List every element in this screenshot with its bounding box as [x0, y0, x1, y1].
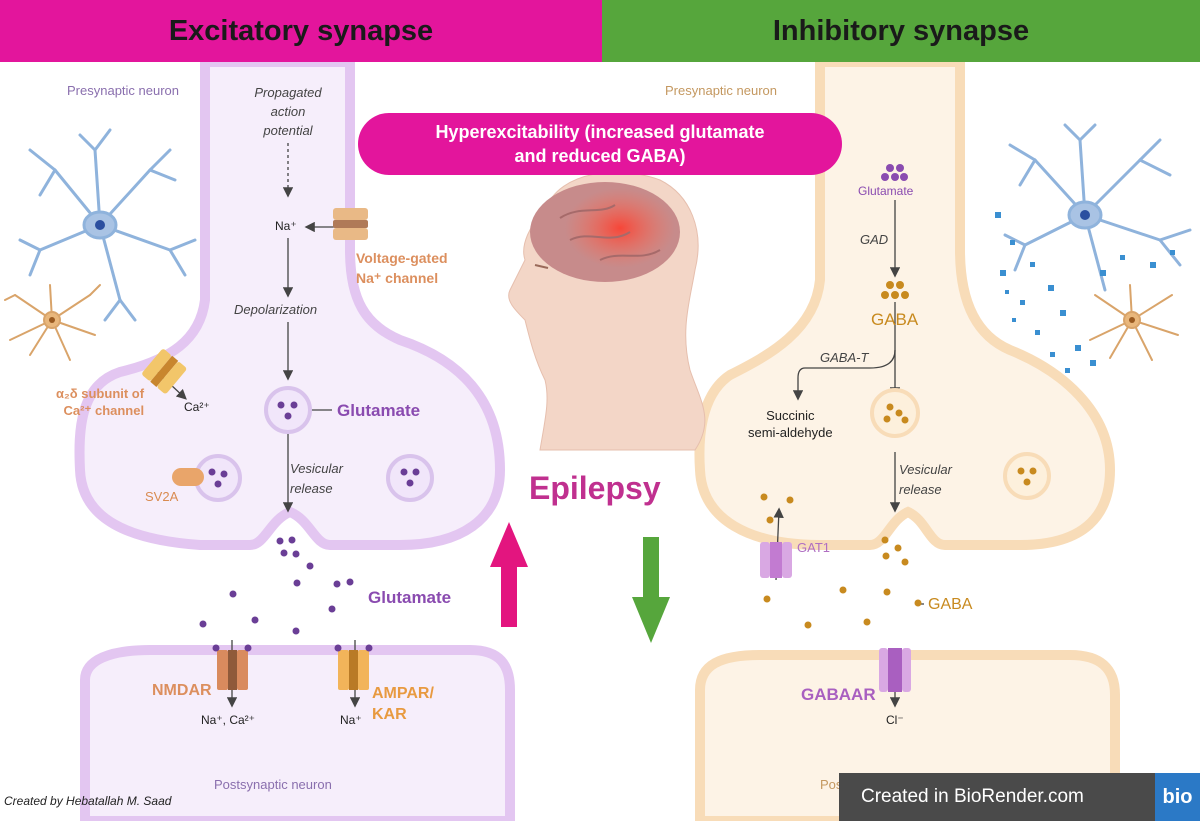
vesicle-glutamate-label: Glutamate	[337, 401, 421, 420]
glutamate-vesicle-1	[264, 386, 312, 434]
cleft-gaba-label: GABA	[928, 596, 973, 613]
sv2a-icon	[172, 468, 204, 486]
glutamate-molecule-icon	[881, 164, 908, 181]
ampar-line-2: KAR	[372, 706, 407, 723]
vesicular-left-line-2: release	[290, 481, 333, 496]
succinic-line-1: Succinic	[766, 408, 815, 423]
gad-enzyme-label: GAD	[860, 232, 889, 247]
inhibitory-synapse-header: Inhibitory synapse	[602, 0, 1200, 62]
inhibitory-presynaptic-label: Presynaptic neuron	[665, 83, 778, 98]
orange-neuron-icon-left	[4, 284, 101, 361]
alpha2-delta-subunit-label: α₂δ subunit of Ca²⁺ channel	[56, 385, 144, 419]
hyperexcitability-banner: Hyperexcitability (increased glutamate a…	[358, 113, 842, 175]
author-credit: Created by Hebatallah M. Saad	[4, 794, 172, 808]
released-gaba-dots	[760, 493, 922, 629]
propagated-line-3: potential	[263, 123, 313, 138]
ampar-ions-label: Na⁺	[340, 713, 362, 727]
cl-ion-label: Cl⁻	[886, 713, 904, 727]
down-arrow-icon	[632, 537, 670, 643]
sv2a-label: SV2A	[145, 489, 179, 504]
biorender-credit-text: Created in BioRender.com	[861, 786, 1084, 807]
gabaa-receptor-icon	[879, 648, 911, 692]
blue-neuron-icon-left	[18, 128, 197, 322]
nmdar-receptor-icon	[212, 644, 252, 690]
gaba-vesicle-1	[870, 388, 920, 438]
epilepsy-label: Epilepsy	[529, 470, 661, 506]
ampar-receptor-icon	[334, 644, 373, 690]
excitatory-synapse-header: Excitatory synapse	[0, 0, 602, 62]
up-arrow-icon	[490, 522, 528, 627]
inhibitory-synapse-title: Inhibitory synapse	[772, 14, 1030, 47]
gaba-t-enzyme-label: GABA-T	[820, 350, 869, 365]
channel-line-1: Voltage-gated	[356, 250, 448, 266]
na-ion-label: Na⁺	[275, 219, 297, 233]
cleft-glutamate-label: Glutamate	[368, 588, 452, 607]
blue-particle-cloud	[995, 212, 1175, 373]
vesicular-left-line-1: Vesicular	[290, 461, 343, 476]
head-illustration	[508, 171, 706, 451]
succinic-line-2: semi-aldehyde	[748, 425, 833, 440]
depolarization-label: Depolarization	[234, 302, 318, 317]
ca-ion-label: Ca²⁺	[184, 400, 210, 414]
excitatory-synapse-title: Excitatory synapse	[168, 14, 434, 47]
vesicular-release-label-right: Vesicular release	[899, 460, 952, 500]
ampar-line-1: AMPAR/	[372, 685, 434, 702]
gat1-label: GAT1	[797, 540, 830, 555]
released-glutamate-dots	[199, 536, 354, 635]
biorender-logo-text: bio	[1162, 785, 1193, 808]
voltage-gated-na-channel-icon	[333, 208, 368, 240]
channel-line-2: Na⁺ channel	[356, 270, 439, 286]
succinic-semialdehyde-label: Succinic semi-aldehyde	[748, 407, 833, 441]
propagated-line-1: Propagated	[254, 85, 322, 100]
vesicular-release-label-left: Vesicular release	[290, 459, 343, 499]
voltage-gated-na-channel-label: Voltage-gated Na⁺ channel	[356, 248, 448, 288]
nmdar-ions-label: Na⁺, Ca²⁺	[201, 713, 256, 727]
excitatory-postsynaptic-label: Postsynaptic neuron	[214, 777, 332, 792]
gaba-label: GABA	[871, 310, 919, 329]
orange-neuron-icon-right	[1089, 284, 1179, 361]
vesicular-right-line-1: Vesicular	[899, 462, 952, 477]
banner-line-2: and reduced GABA)	[514, 146, 686, 166]
gaba-vesicle-2	[1003, 452, 1051, 500]
vesicular-right-line-2: release	[899, 482, 942, 497]
excitatory-presynaptic-label: Presynaptic neuron	[67, 83, 180, 98]
gaba-molecule-icon	[881, 281, 909, 299]
biorender-logo-icon[interactable]: bio	[1155, 773, 1200, 821]
gat1-transporter-icon	[760, 542, 792, 578]
alpha-line-1: α₂δ subunit of	[56, 386, 145, 401]
alpha-line-2: Ca²⁺ channel	[63, 403, 145, 418]
excitatory-postsynaptic-terminal	[80, 645, 515, 821]
propagated-line-2: action	[270, 104, 306, 119]
glutamate-vesicle-3	[386, 454, 434, 502]
biorender-credit-badge[interactable]: Created in BioRender.com	[839, 773, 1155, 821]
gabaa-receptor-label: GABAAR	[801, 685, 876, 704]
inhibitory-presynaptic-terminal	[694, 57, 1116, 550]
propagated-action-potential-label: Propagated action potential	[240, 83, 336, 140]
ca-channel-icon	[142, 349, 187, 394]
nmdar-label: NMDAR	[152, 682, 212, 699]
blue-neuron-icon-right	[1003, 123, 1192, 292]
glutamate-precursor-label: Glutamate	[858, 184, 914, 198]
banner-line-1: Hyperexcitability (increased glutamate	[435, 122, 765, 142]
ampar-kar-label: AMPAR/ KAR	[372, 683, 434, 725]
